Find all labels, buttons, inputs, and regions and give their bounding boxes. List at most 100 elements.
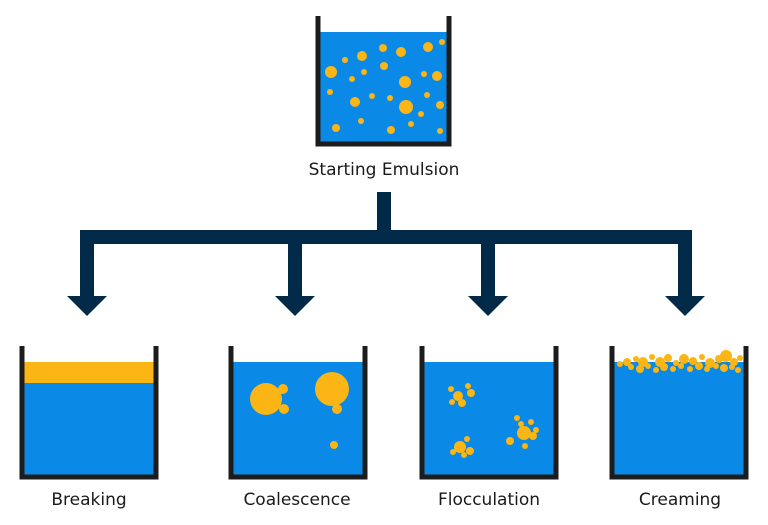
oil-droplet xyxy=(695,362,703,370)
oil-droplet xyxy=(421,71,427,77)
oil-droplet xyxy=(704,366,710,372)
oil-droplet xyxy=(361,69,367,75)
flocculation-label: Flocculation xyxy=(438,490,540,510)
branch-arrows xyxy=(67,192,705,316)
breaking-label: Breaking xyxy=(51,490,126,510)
oil-droplet xyxy=(737,355,743,361)
oil-droplet xyxy=(432,71,442,81)
oil-droplet xyxy=(529,432,537,440)
oil-droplet xyxy=(533,427,539,433)
beaker-outline xyxy=(228,346,368,480)
creaming-label: Creaming xyxy=(639,490,721,510)
oil-droplet xyxy=(720,350,732,362)
oil-droplet xyxy=(464,436,470,442)
oil-droplet xyxy=(250,383,282,415)
oil-droplet xyxy=(705,358,715,368)
oil-droplet xyxy=(729,364,735,370)
beaker-outline xyxy=(19,346,159,480)
oil-droplet xyxy=(461,452,467,458)
oil-droplet xyxy=(450,449,456,455)
oil-droplet xyxy=(720,364,728,372)
oil-droplet xyxy=(633,356,639,362)
oil-droplet xyxy=(678,363,684,369)
oil-droplet xyxy=(453,391,463,401)
oil-droplet xyxy=(687,366,693,372)
beaker-outline xyxy=(609,346,749,480)
oil-droplet xyxy=(623,358,631,366)
oil-droplet xyxy=(424,92,430,98)
oil-droplet xyxy=(653,367,659,373)
creaming-beaker xyxy=(609,346,749,480)
oil-droplet xyxy=(465,383,471,389)
oil-droplet xyxy=(396,47,406,57)
arrow-head-flocculation xyxy=(468,296,508,316)
arrow-shaft-coalescence xyxy=(288,230,302,300)
arrow-head-creaming xyxy=(665,296,705,316)
breaking-beaker xyxy=(19,346,159,480)
oil-droplet xyxy=(408,121,414,127)
oil-droplet xyxy=(380,62,388,70)
oil-droplet xyxy=(436,101,444,109)
oil-droplet xyxy=(437,128,443,134)
oil-droplet xyxy=(342,57,348,63)
flocculation-beaker xyxy=(419,346,559,480)
oil-droplet xyxy=(699,354,705,360)
oil-droplet xyxy=(660,363,668,371)
water-fill xyxy=(424,362,554,476)
oil-droplet xyxy=(628,364,634,370)
oil-droplet xyxy=(350,97,360,107)
oil-droplet xyxy=(528,419,534,425)
oil-droplet xyxy=(332,404,342,414)
oil-droplet xyxy=(358,118,364,124)
oil-droplet xyxy=(514,415,520,421)
water-fill xyxy=(24,383,154,476)
oil-droplet xyxy=(466,447,474,455)
droplet-group xyxy=(325,39,445,134)
beaker-outline xyxy=(419,346,559,480)
oil-droplet xyxy=(448,386,454,392)
oil-droplet xyxy=(399,100,413,114)
oil-droplet xyxy=(439,39,445,45)
oil-droplet xyxy=(379,44,387,52)
droplet-group xyxy=(250,372,349,449)
oil-droplet xyxy=(418,111,424,117)
oil-droplet xyxy=(617,361,623,367)
water-fill xyxy=(614,362,744,476)
oil-droplet xyxy=(387,126,395,134)
starting-emulsion-label: Starting Emulsion xyxy=(309,160,460,180)
oil-droplet xyxy=(349,76,355,82)
oil-droplet xyxy=(325,66,337,78)
oil-droplet xyxy=(454,441,466,453)
oil-droplet xyxy=(423,42,433,52)
oil-droplet xyxy=(735,367,741,373)
oil-droplet xyxy=(636,365,644,373)
arrow-stem xyxy=(377,192,391,236)
arrow-head-coalescence xyxy=(275,296,315,316)
oil-droplet xyxy=(387,95,393,101)
arrow-shaft-creaming xyxy=(678,230,692,300)
oil-droplet xyxy=(279,404,289,414)
oil-droplet xyxy=(518,421,524,427)
oil-droplet xyxy=(357,51,367,61)
oil-droplet xyxy=(645,363,651,369)
oil-droplet xyxy=(369,93,375,99)
oil-droplet xyxy=(664,354,672,362)
oil-droplet xyxy=(332,124,340,132)
beaker-outline xyxy=(315,16,452,147)
oil-droplet xyxy=(399,76,411,88)
oil-droplet xyxy=(467,389,475,397)
oil-droplet xyxy=(327,89,333,95)
oil-droplet xyxy=(517,426,531,440)
coalescence-beaker xyxy=(228,346,368,480)
oil-droplet xyxy=(278,384,288,394)
oil-droplet xyxy=(449,399,455,405)
arrow-shaft-breaking xyxy=(80,230,94,300)
droplet-group xyxy=(448,383,539,458)
oil-droplet xyxy=(649,354,655,360)
oil-droplet xyxy=(679,354,689,364)
oil-layer xyxy=(24,362,154,383)
oil-droplet xyxy=(670,366,676,372)
coalescence-label: Coalescence xyxy=(243,490,350,510)
arrow-head-breaking xyxy=(67,296,107,316)
